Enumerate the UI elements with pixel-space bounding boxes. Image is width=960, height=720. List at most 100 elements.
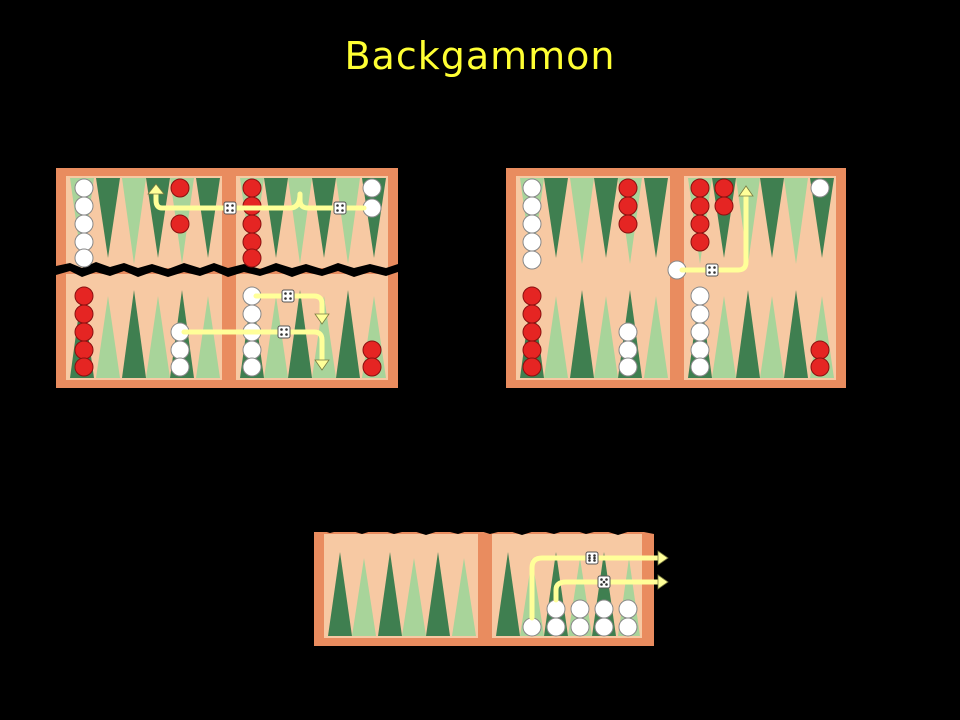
white-checker xyxy=(522,178,542,198)
white-checker xyxy=(594,617,614,637)
white-checker xyxy=(618,322,638,342)
point xyxy=(644,296,668,378)
red-checker xyxy=(170,178,190,198)
point xyxy=(712,178,736,258)
red-checker xyxy=(522,340,542,360)
red-checker xyxy=(690,214,710,234)
die-icon xyxy=(277,325,291,339)
point xyxy=(96,296,120,378)
point xyxy=(196,178,220,258)
die-icon xyxy=(597,575,611,589)
die-icon xyxy=(585,551,599,565)
point xyxy=(570,290,594,378)
point xyxy=(378,552,402,636)
point xyxy=(760,296,784,378)
arrowhead-icon xyxy=(738,185,754,197)
move-arrow xyxy=(679,193,749,273)
white-checker xyxy=(74,214,94,234)
red-checker xyxy=(522,286,542,306)
point xyxy=(644,178,668,258)
white-checker xyxy=(618,599,638,619)
board-hitting xyxy=(56,168,398,388)
point xyxy=(122,178,146,264)
point xyxy=(264,296,288,378)
checkers xyxy=(522,599,638,637)
white-checker xyxy=(618,340,638,360)
point xyxy=(784,178,808,264)
arrowhead-icon xyxy=(657,550,669,566)
red-checker xyxy=(522,357,542,377)
white-checker xyxy=(74,232,94,252)
white-checker xyxy=(522,196,542,216)
point xyxy=(568,558,592,636)
point xyxy=(594,296,618,378)
point xyxy=(96,178,120,258)
white-checker xyxy=(242,357,262,377)
point xyxy=(336,178,360,264)
point xyxy=(196,296,220,378)
arrowhead-icon xyxy=(314,313,330,325)
torn-edge xyxy=(314,528,654,535)
red-checker xyxy=(74,340,94,360)
point xyxy=(496,552,520,636)
arrowhead-icon xyxy=(314,359,330,371)
white-checker xyxy=(690,340,710,360)
move-arrow xyxy=(553,579,663,603)
point xyxy=(362,178,386,258)
white-checker xyxy=(546,617,566,637)
point xyxy=(594,178,618,258)
move-arrows xyxy=(147,183,367,371)
red-checker xyxy=(618,214,638,234)
point xyxy=(736,290,760,378)
torn-edge xyxy=(56,262,398,277)
white-checker xyxy=(690,304,710,324)
move-arrow xyxy=(181,329,325,365)
white-checker xyxy=(690,286,710,306)
move-arrow xyxy=(153,189,367,211)
point xyxy=(122,290,146,378)
white-checker xyxy=(242,340,262,360)
white-checker xyxy=(170,357,190,377)
red-checker xyxy=(522,322,542,342)
red-checker xyxy=(242,248,262,268)
slide-title: Backgammon xyxy=(344,34,616,78)
point xyxy=(810,178,834,258)
red-checker xyxy=(74,322,94,342)
arrowhead-icon xyxy=(147,183,165,195)
point xyxy=(288,178,312,264)
red-checker xyxy=(690,196,710,216)
white-checker xyxy=(690,322,710,342)
move-arrows xyxy=(529,550,669,621)
board-felt xyxy=(516,176,670,380)
white-checker xyxy=(242,304,262,324)
white-checker xyxy=(522,232,542,252)
die-icon xyxy=(333,201,347,215)
red-checker xyxy=(74,357,94,377)
red-checker xyxy=(74,304,94,324)
white-checker xyxy=(570,599,590,619)
white-checker xyxy=(74,248,94,268)
white-checker xyxy=(570,617,590,637)
point xyxy=(336,290,360,378)
point xyxy=(544,296,568,378)
white-checker xyxy=(690,357,710,377)
red-checker xyxy=(242,232,262,252)
board-entering xyxy=(506,168,846,388)
white-checker xyxy=(74,178,94,198)
point xyxy=(402,558,426,636)
move-arrow xyxy=(253,293,325,319)
red-checker xyxy=(74,286,94,306)
point xyxy=(264,178,288,258)
move-arrow xyxy=(529,555,663,621)
red-checker xyxy=(522,304,542,324)
red-checker xyxy=(690,232,710,252)
point xyxy=(426,552,450,636)
white-checker xyxy=(594,599,614,619)
red-checker xyxy=(242,178,262,198)
point xyxy=(352,558,376,636)
red-checker xyxy=(362,357,382,377)
checkers xyxy=(74,178,382,377)
point xyxy=(712,296,736,378)
white-checker xyxy=(618,617,638,637)
